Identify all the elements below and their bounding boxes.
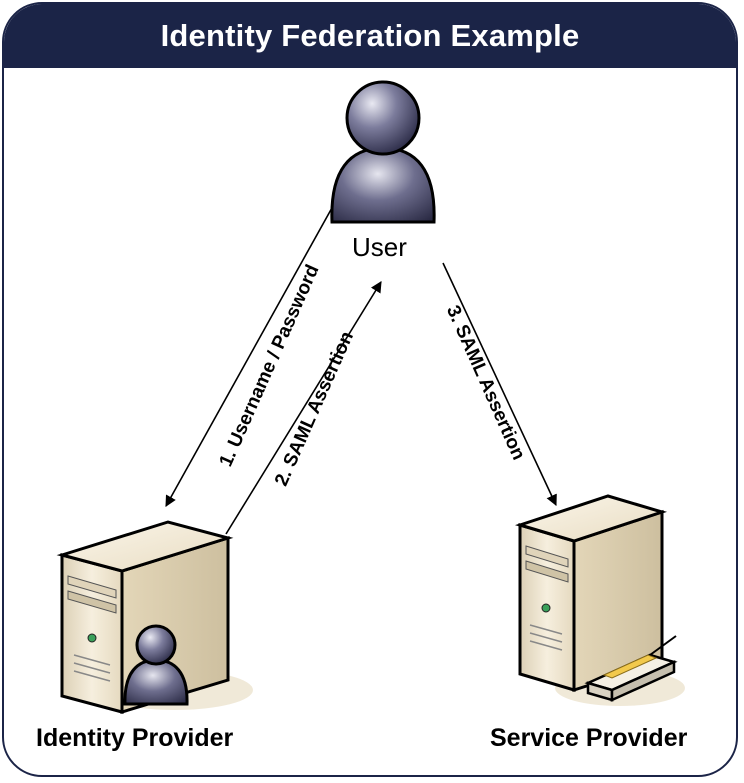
edge-line-step2 [225, 281, 382, 535]
node-label-service-provider: Service Provider [490, 724, 688, 752]
node-label-user: User [352, 232, 407, 262]
node-label-identity-provider: Identity Provider [36, 724, 234, 752]
edge-line-step3 [442, 262, 557, 507]
user-icon [330, 80, 436, 224]
idp-user-badge-icon [123, 624, 189, 706]
title-bar: Identity Federation Example [4, 4, 736, 68]
edge-line-step1 [165, 205, 334, 507]
network-device-icon [584, 635, 678, 702]
diagram-title: Identity Federation Example [160, 18, 580, 53]
